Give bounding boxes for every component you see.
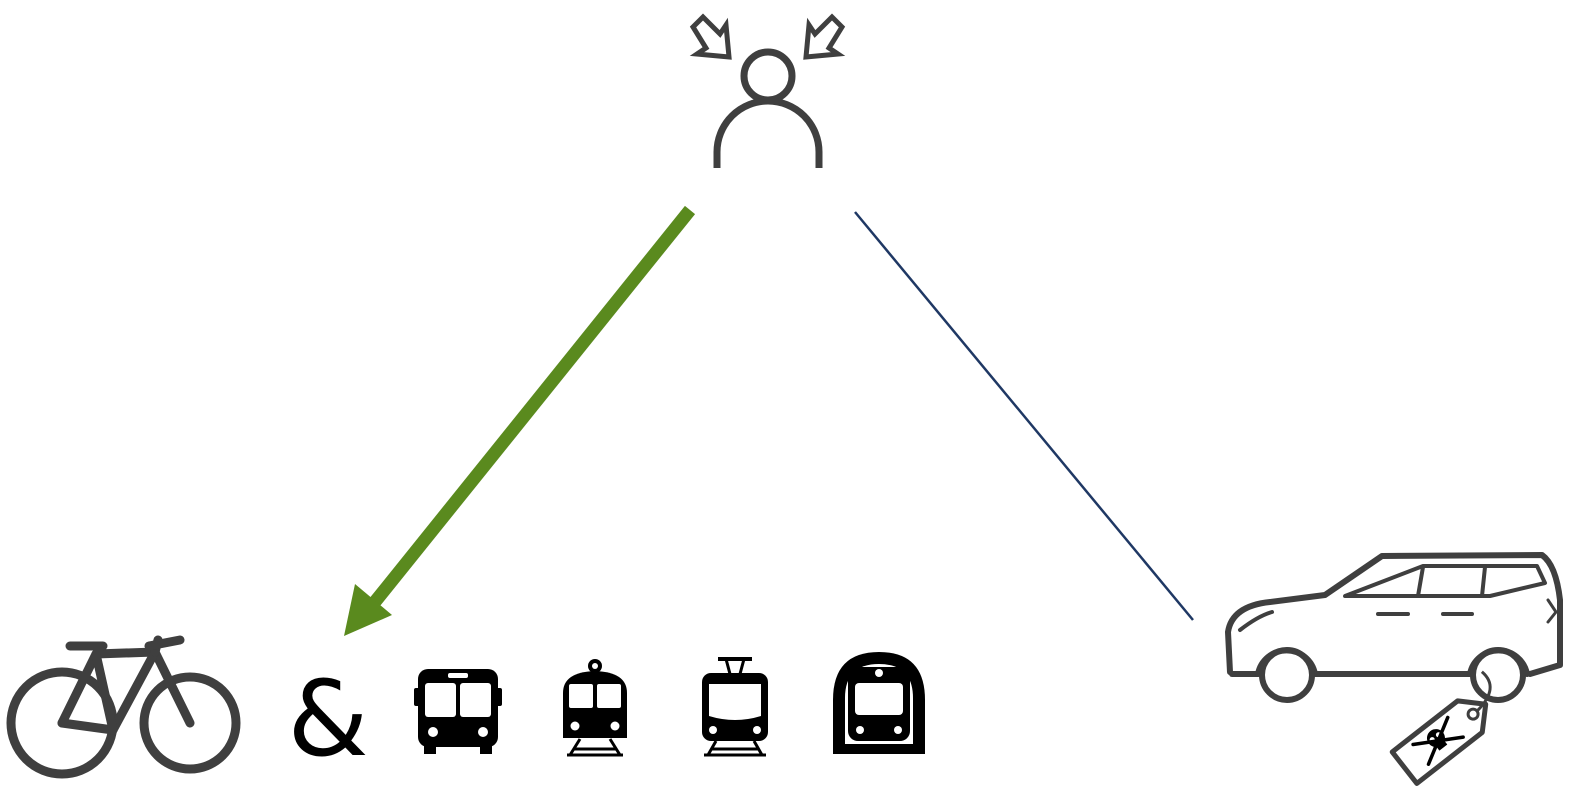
- ampersand: &: [287, 658, 368, 780]
- car-icon: [1228, 555, 1560, 700]
- train-icon: [833, 652, 925, 754]
- tram-icon: [563, 659, 627, 755]
- streetcar-icon: [702, 659, 768, 755]
- bus-icon: [414, 669, 502, 754]
- toxic-price-tag-icon: [1387, 671, 1512, 783]
- navy-line: [855, 212, 1193, 620]
- person-focus-icon: [693, 17, 842, 168]
- green-arrow: [344, 210, 690, 636]
- bicycle-icon: [11, 640, 236, 774]
